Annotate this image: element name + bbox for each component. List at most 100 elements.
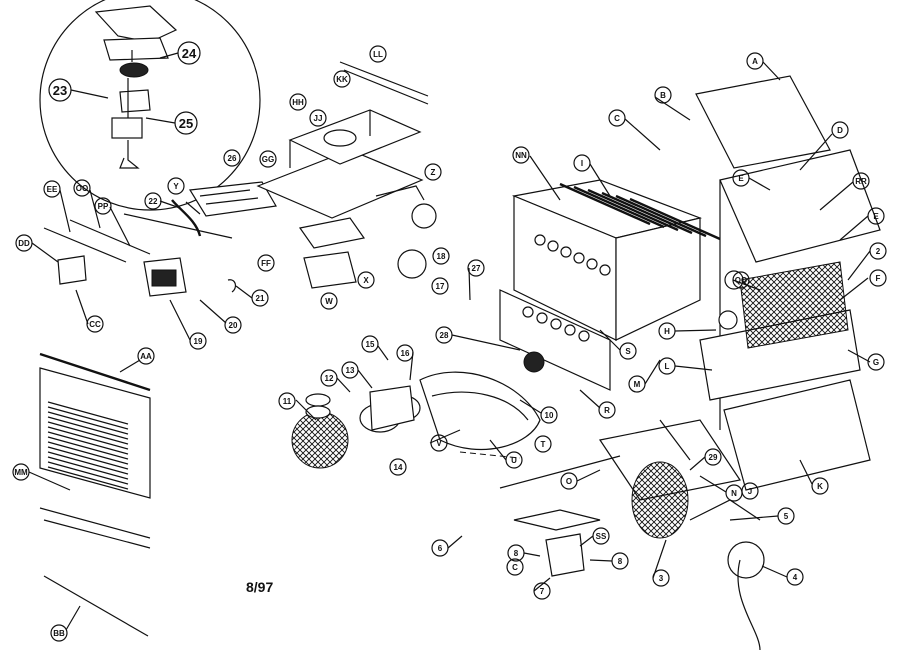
svg-text:LL: LL [373,50,383,59]
callout-W: W [320,292,338,310]
callout-HH: HH [289,93,307,111]
callout-24: 24 [177,41,201,65]
callout-21: 21 [251,289,269,307]
callout-Y: Y [167,177,185,195]
drawing-port [573,252,585,264]
callout-JJ: JJ [309,109,327,127]
svg-text:M: M [634,380,641,389]
svg-text:5: 5 [784,512,789,521]
callout-O: O [560,472,578,490]
drawing-stroke [47,456,129,480]
svg-text:PP: PP [98,202,109,211]
callout-PP: PP [94,197,112,215]
svg-text:FF: FF [261,259,271,268]
callout-13: 13 [341,361,359,379]
leader-lines [28,52,871,631]
drawing-stroke [587,188,679,232]
callout-H: H [658,322,676,340]
callout-OO: OO [73,179,91,197]
svg-text:W: W [325,297,333,306]
control-assembly [43,181,277,297]
callout-27: 27 [467,259,485,277]
callout-23: 23 [48,78,72,102]
drawing-port [586,258,598,270]
svg-text:8: 8 [618,557,623,566]
top-assembly [256,61,437,289]
drawing-port [560,246,572,258]
svg-text:R: R [604,406,610,415]
front-grille-panel [39,352,151,637]
drawing-port [564,324,576,336]
callout-FF: FF [257,254,275,272]
svg-text:27: 27 [472,264,481,273]
callout-26: 26 [223,149,241,167]
callout-19: 19 [189,332,207,350]
svg-text:3: 3 [659,574,664,583]
svg-text:Z: Z [431,168,436,177]
drawing-port [550,318,562,330]
svg-text:BB: BB [53,629,65,638]
heat-exchanger [499,179,721,391]
svg-text:H: H [664,327,670,336]
drawing-stroke [559,182,651,226]
svg-text:C: C [512,563,518,572]
svg-text:16: 16 [401,349,410,358]
date-code: 8/97 [246,579,273,595]
callout-T: T [534,435,552,453]
callout-A: A [746,52,764,70]
drawing-port [547,240,559,252]
drawing-stroke [47,406,129,430]
svg-text:2: 2 [876,247,881,256]
svg-text:7: 7 [540,587,545,596]
svg-text:I: I [581,159,583,168]
svg-text:KK: KK [336,75,348,84]
callout-2: 2 [869,242,887,260]
svg-text:25: 25 [179,116,193,131]
callout-C: C [608,109,626,127]
drawing-stroke [47,426,129,450]
svg-text:14: 14 [394,463,403,472]
svg-text:B: B [660,91,666,100]
callout-U: U [505,451,523,469]
callout-18: 18 [432,247,450,265]
callout-J: J [741,482,759,500]
svg-text:QQ: QQ [735,276,747,285]
callout-10: 10 [540,406,558,424]
drawing-stroke [47,446,129,470]
callout-F: F [869,269,887,287]
callout-RR: RR [852,172,870,190]
callout-SS: SS [592,527,610,545]
callout-DD: DD [15,234,33,252]
svg-text:X: X [363,276,369,285]
detail-inset [39,0,261,211]
drawing-stroke [47,416,129,440]
callout-17: 17 [431,277,449,295]
callout-NN: NN [512,146,530,164]
svg-text:E: E [873,212,879,221]
callout-15: 15 [361,335,379,353]
drawing-port [522,306,534,318]
drawing-stroke [601,191,693,235]
svg-text:20: 20 [229,321,238,330]
svg-text:A: A [752,57,758,66]
callout-EE: EE [43,180,61,198]
svg-text:S: S [625,347,631,356]
svg-text:22: 22 [149,197,158,206]
svg-text:23: 23 [53,83,67,98]
callout-B: B [654,86,672,104]
svg-text:28: 28 [440,331,449,340]
svg-text:E: E [738,174,744,183]
drawing-stroke [47,461,129,485]
drawing-port [536,312,548,324]
drawing-stroke [47,431,129,455]
svg-text:8: 8 [514,549,519,558]
drawing-stroke [47,451,129,475]
callout-AA: AA [137,347,155,365]
svg-text:19: 19 [194,337,203,346]
drawing-stroke [629,197,721,241]
callout-4: 4 [786,568,804,586]
callout-25: 25 [174,111,198,135]
svg-text:DD: DD [18,239,30,248]
callout-CC: CC [86,315,104,333]
callout-14: 14 [389,458,407,476]
